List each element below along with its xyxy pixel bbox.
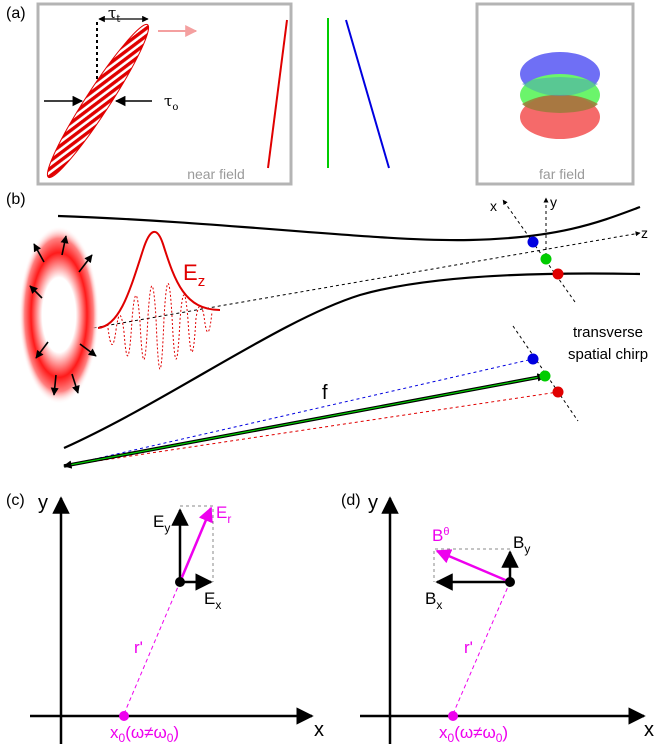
near-field-red-line (267, 19, 288, 169)
panel-d-label: (d) (341, 492, 361, 509)
d-bx-label: Bx (425, 589, 442, 612)
chirp-label-line2: spatial chirp (568, 346, 648, 363)
near-field-box (36, 2, 293, 186)
focus-green-dot (540, 253, 552, 265)
d-projection-lines (433, 548, 510, 582)
c-ey-label: Ey (153, 512, 170, 535)
d-x0-point (448, 711, 458, 721)
z-axis (63, 231, 641, 334)
panel-c-label: (c) (6, 492, 25, 509)
c-ex-label: Ex (204, 589, 221, 612)
chirp-red-dot (552, 386, 564, 398)
beam-envelope-bottom (63, 272, 641, 450)
far-field-overlap-top (522, 77, 598, 96)
c-y-axis-label: y (38, 492, 48, 514)
c-er-label: Er (216, 503, 231, 526)
d-x-axis-label: x (644, 719, 654, 741)
focus-red-dot (552, 268, 564, 280)
beam-envelope-top (57, 205, 641, 242)
ez-label: Ez (183, 260, 205, 290)
d-x0-label: x0(ω≠ω0) (439, 723, 508, 745)
y-axis-label: y (550, 194, 557, 210)
chirp-label-line1: transverse (573, 324, 643, 341)
c-x0-point (119, 711, 129, 721)
c-x-axis-label: x (314, 719, 324, 741)
d-y-axis-label: y (368, 492, 378, 514)
ez-envelope (97, 231, 221, 329)
far-field-caption: far field (539, 166, 585, 182)
x-axis (502, 199, 576, 303)
chirp-axis-line (512, 325, 579, 422)
c-projection-lines (180, 505, 214, 582)
far-field-box (475, 2, 635, 186)
chirp-blue-dot (527, 353, 539, 365)
chirp-green-dot (539, 370, 551, 382)
tau-t-label: τt (108, 4, 120, 25)
near-field-blue-line (345, 19, 390, 169)
focal-length-label: f (322, 382, 328, 404)
c-r-prime-line (123, 581, 181, 715)
z-axis-label: z (641, 225, 648, 241)
d-r-prime-line (452, 581, 511, 715)
radial-polarization-ring (19, 226, 99, 404)
ez-oscillation (107, 283, 213, 370)
chirped-pulse-ellipse (46, 23, 150, 179)
near-field-caption: near field (187, 166, 245, 182)
focus-blue-dot (527, 236, 539, 248)
panel-a-label: (a) (6, 5, 26, 22)
x-axis-label: x (490, 198, 497, 214)
d-r-prime-label: r' (464, 638, 473, 657)
focal-length-arrow (63, 373, 546, 469)
d-by-label: By (513, 533, 530, 556)
d-btheta-label: Bθ (432, 526, 449, 545)
c-r-prime-label: r' (134, 638, 143, 657)
c-x0-label: x0(ω≠ω0) (110, 723, 179, 745)
c-field-point (175, 577, 185, 587)
panel-b-label: (b) (6, 191, 26, 208)
red-ray (63, 391, 559, 467)
d-btheta-arrow (435, 549, 511, 584)
d-field-point (505, 577, 515, 587)
c-er-arrow (178, 506, 213, 583)
tau-o-label: τo (164, 92, 178, 113)
far-field-overlap (522, 94, 598, 113)
